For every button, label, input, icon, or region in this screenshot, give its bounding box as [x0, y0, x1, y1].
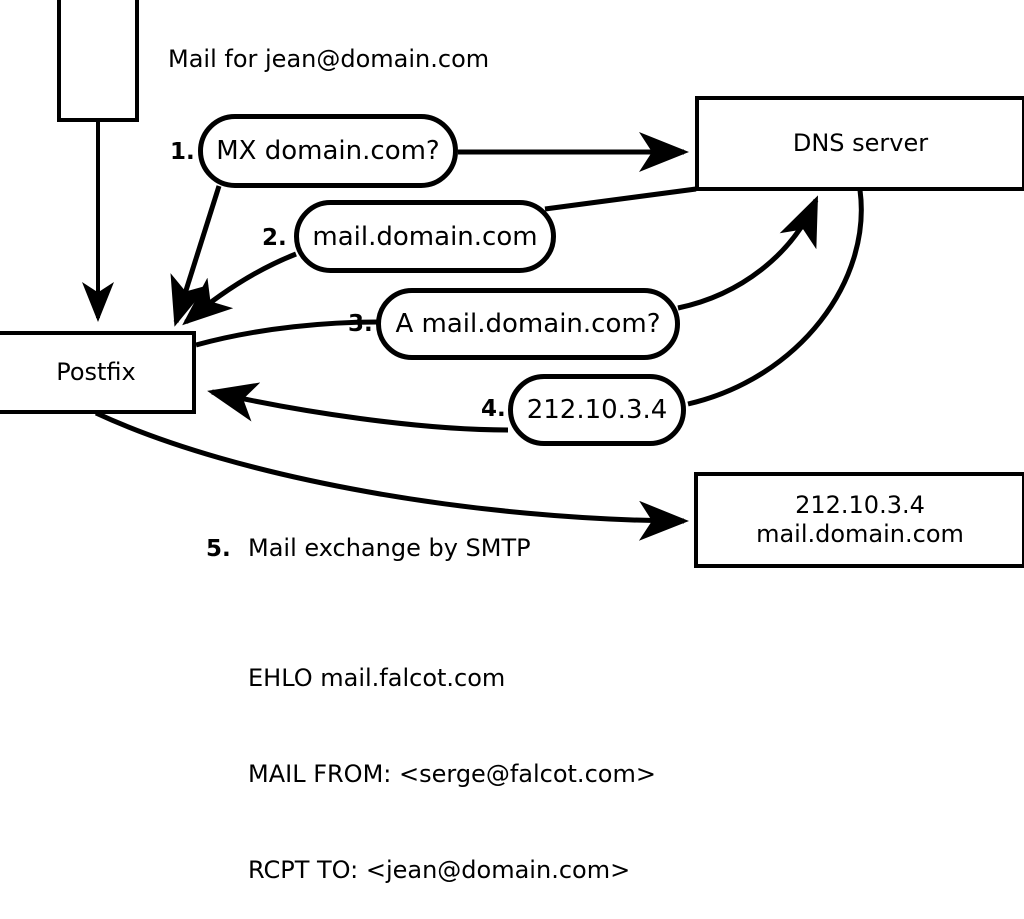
node-remote-mail-server-box[interactable]: 212.10.3.4 mail.domain.com: [694, 472, 1024, 568]
connector-step2-pill-to-postfix: [182, 251, 297, 326]
step-2-number: 2.: [262, 225, 287, 251]
step-4-number: 4.: [481, 396, 506, 422]
node-postfix-box[interactable]: Postfix: [0, 331, 196, 414]
node-dns-server-box[interactable]: DNS server: [695, 96, 1024, 191]
transcript-line: MAIL FROM: <serge@falcot.com>: [248, 760, 656, 788]
step-4-pill-a-answer[interactable]: 212.10.3.4: [508, 374, 686, 446]
step-1-number: 1.: [170, 139, 195, 165]
smtp-transcript: EHLO mail.falcot.com MAIL FROM: <serge@f…: [248, 598, 656, 919]
connector-step2-dns-to-pill: [544, 186, 697, 212]
connector-step4-dns-to-pill: [687, 189, 864, 407]
step-1-pill-mx-query[interactable]: MX domain.com?: [198, 114, 458, 188]
transcript-line: RCPT TO: <jean@domain.com>: [248, 856, 631, 884]
node-client-box[interactable]: [57, 0, 139, 122]
connector-step5-smtp: [94, 410, 689, 541]
step-2-pill-mx-answer[interactable]: mail.domain.com: [294, 200, 556, 273]
step-3-pill-a-query[interactable]: A mail.domain.com?: [376, 288, 680, 360]
connector-step4-pill-to-postfix: [207, 382, 509, 433]
step-3-number: 3.: [348, 311, 373, 337]
connector-step3-pill-to-dns: [677, 195, 819, 311]
step-5-label: Mail exchange by SMTP: [248, 534, 531, 562]
page-title: Mail for jean@domain.com: [168, 45, 490, 73]
connector-step3-postfix-to-pill: [195, 319, 379, 348]
transcript-line: EHLO mail.falcot.com: [248, 664, 506, 692]
step-5-number: 5.: [206, 536, 231, 562]
